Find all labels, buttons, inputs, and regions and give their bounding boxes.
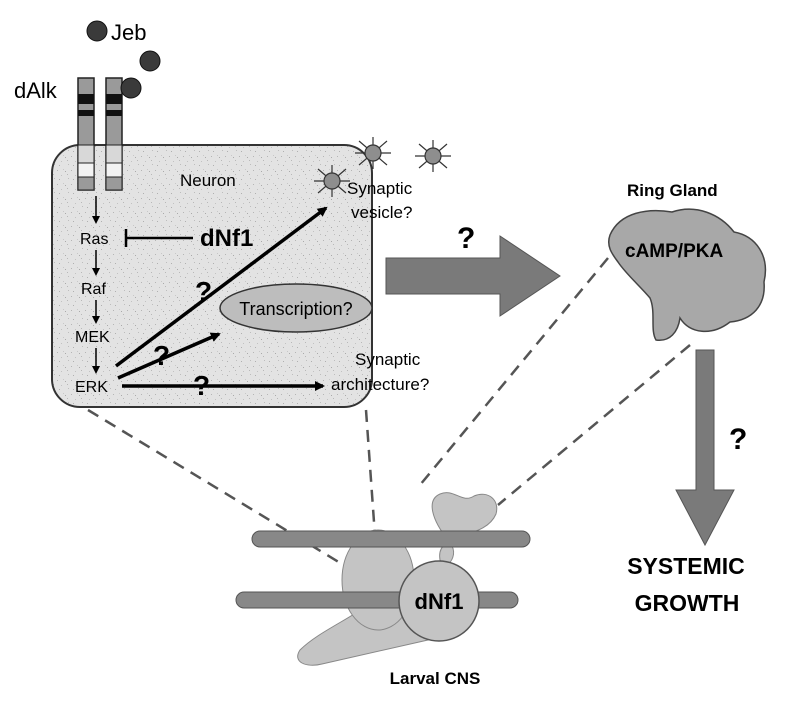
vesicle-label-line1: Synaptic <box>347 179 413 198</box>
neuron-label: Neuron <box>180 171 236 190</box>
question-mark-transcription: ? <box>153 340 170 371</box>
ring-gland-label: Ring Gland <box>627 181 718 200</box>
architecture-label-line2: architecture? <box>331 375 429 394</box>
synaptic-vesicle-3 <box>415 140 451 172</box>
dalk-label: dAlk <box>14 78 58 103</box>
jeb-ligand-3 <box>120 77 142 99</box>
jeb-label: Jeb <box>111 20 146 45</box>
systemic-label: SYSTEMIC <box>627 553 745 579</box>
architecture-label-line1: Synaptic <box>355 350 421 369</box>
pathway-erk: ERK <box>75 379 108 396</box>
larval-cns <box>235 492 531 666</box>
pathway-mek: MEK <box>75 329 110 346</box>
dashed-line-ringgland-cns-left <box>419 257 609 486</box>
jeb-ligand-1 <box>86 20 108 42</box>
pathway-raf: Raf <box>81 281 106 298</box>
arrow-erk-transcription <box>117 332 221 380</box>
growth-label: GROWTH <box>635 590 740 616</box>
arrow-neuron-ring-gland <box>385 235 561 317</box>
dashed-line-neuron-cns-left <box>87 408 361 577</box>
dashed-line-ringgland-cns-right <box>497 344 691 506</box>
arrow-ring-gland-growth <box>675 349 735 547</box>
cns-nerve-upper <box>251 530 531 548</box>
dnf1-inhibitor-label: dNf1 <box>200 225 253 252</box>
transcription-ellipse <box>219 283 373 333</box>
synaptic-vesicle-2 <box>355 137 391 169</box>
synaptic-vesicle-1 <box>314 165 350 197</box>
question-mark-growth: ? <box>729 423 747 456</box>
larval-cns-label: Larval CNS <box>390 669 481 688</box>
question-mark-vesicle: ? <box>195 276 212 307</box>
cns-dnf1-circle <box>398 560 480 642</box>
arrow-erk-vesicle <box>114 206 328 368</box>
transcription-label: Transcription? <box>239 299 352 319</box>
neuron-cell <box>51 144 373 408</box>
dalk-receptor <box>77 77 123 191</box>
vesicle-label-line2: vesicle? <box>351 203 412 222</box>
jeb-ligand-2 <box>139 50 161 72</box>
question-mark-neuron-ring-gland: ? <box>457 222 475 255</box>
camp-pka-label: cAMP/PKA <box>625 241 723 262</box>
cns-dnf1-label: dNf1 <box>415 589 464 614</box>
ring-gland-shape <box>607 208 767 341</box>
question-mark-architecture: ? <box>193 370 210 401</box>
pathway-ras: Ras <box>80 231 108 248</box>
